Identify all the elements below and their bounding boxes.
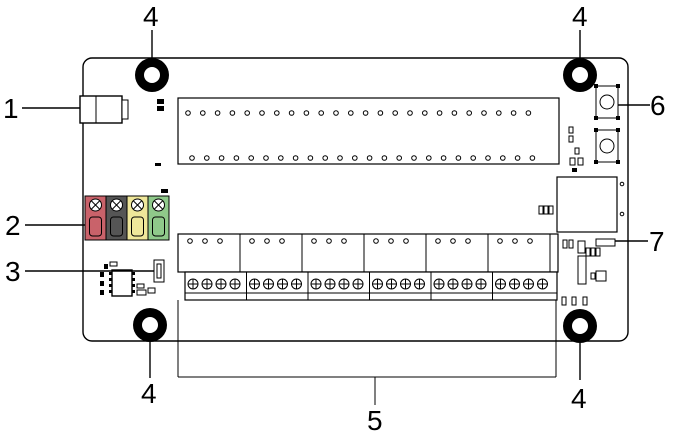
callout-4-bottom-left: 4 (141, 378, 157, 409)
terminal-slot (110, 216, 123, 237)
header-pin (337, 155, 343, 161)
header-pin (455, 155, 462, 161)
relay-pin (435, 238, 441, 244)
header-pin (214, 110, 221, 116)
relay-pin (326, 238, 332, 244)
mounting-hole-bottom-left (133, 308, 167, 342)
callout-5: 5 (367, 405, 383, 436)
header-pin (352, 155, 358, 161)
header-pin (233, 155, 240, 161)
header-pin (348, 110, 354, 116)
header-pin (496, 110, 502, 116)
header-pin (440, 155, 447, 161)
terminal-slot (131, 216, 144, 237)
relay-pin (311, 238, 317, 244)
header-pin (278, 155, 284, 161)
relay-pin (279, 238, 285, 244)
header-pin (259, 110, 265, 116)
power-terminal-block (84, 195, 170, 241)
relay-pin (403, 238, 409, 244)
mounting-hole-top-right (563, 58, 597, 92)
chip-area (100, 259, 165, 297)
header-pin (392, 110, 399, 116)
relay-pin (373, 238, 379, 244)
callout-4-top-right: 4 (572, 1, 588, 32)
callout-4-top-left: 4 (143, 1, 159, 32)
callout-7: 7 (649, 226, 665, 257)
terminal-slot (152, 216, 165, 237)
header-pin (510, 110, 517, 116)
header-pin (525, 110, 532, 116)
header-pin (485, 155, 491, 161)
header-pin (366, 155, 373, 161)
header-pin (451, 110, 458, 116)
header-pin (466, 110, 473, 116)
relay-pin (249, 238, 255, 244)
bracket-5 (177, 300, 557, 405)
header-pin (500, 155, 506, 161)
header-pin (529, 155, 536, 161)
header-pin (322, 155, 329, 161)
header-pin (263, 155, 269, 161)
push-button-lower (594, 128, 620, 164)
header-strip (177, 97, 560, 165)
header-pin (204, 155, 210, 161)
header-pin (407, 110, 413, 116)
callout-4-bottom-right: 4 (571, 383, 587, 414)
header-pin (200, 110, 206, 116)
header-pin (481, 110, 487, 116)
callout-2: 2 (5, 210, 21, 241)
header-pin (396, 155, 403, 161)
header-pin (470, 155, 477, 161)
header-pin (303, 110, 310, 116)
header-pin (229, 110, 236, 116)
callout-3: 3 (5, 256, 21, 287)
small-component (155, 99, 168, 193)
mounting-hole-top-left (135, 58, 169, 92)
header-pin (318, 110, 325, 116)
header-pin (422, 110, 428, 116)
relay-pin (512, 238, 518, 244)
relay-pin (527, 238, 533, 244)
header-pin (333, 110, 339, 116)
relay-pin (217, 238, 223, 244)
smd-parts-right (568, 126, 625, 217)
right-small-parts (561, 238, 616, 306)
header-pin (381, 155, 388, 161)
header-pin (288, 110, 295, 116)
header-pin (436, 110, 443, 116)
header-pin (185, 110, 191, 116)
header-pin (218, 155, 225, 161)
header-pin (362, 110, 369, 116)
callout-6: 6 (650, 90, 666, 121)
module-block (538, 176, 618, 233)
push-button-upper (594, 84, 620, 120)
header-pin (426, 155, 432, 161)
header-pin (514, 155, 521, 161)
relay-pin (388, 238, 394, 244)
header-pin (411, 155, 417, 161)
relay-pin (497, 238, 503, 244)
header-pin (377, 110, 384, 116)
relay-pin (264, 238, 270, 244)
side-connector (79, 95, 129, 124)
header-pin (307, 155, 314, 161)
header-pin (189, 155, 195, 161)
header-pin (292, 155, 299, 161)
callout-1: 1 (3, 93, 19, 124)
mounting-hole-bottom-right (563, 309, 597, 343)
relay-pin (187, 238, 193, 244)
relay-pin (465, 238, 471, 244)
header-pin (248, 155, 254, 161)
relay-pin (202, 238, 208, 244)
header-pin (244, 110, 250, 116)
relay-pin (450, 238, 456, 244)
terminal-slot (89, 216, 102, 237)
relay-pin (341, 238, 347, 244)
header-pin (274, 110, 280, 116)
output-terminal-strip (177, 233, 559, 301)
